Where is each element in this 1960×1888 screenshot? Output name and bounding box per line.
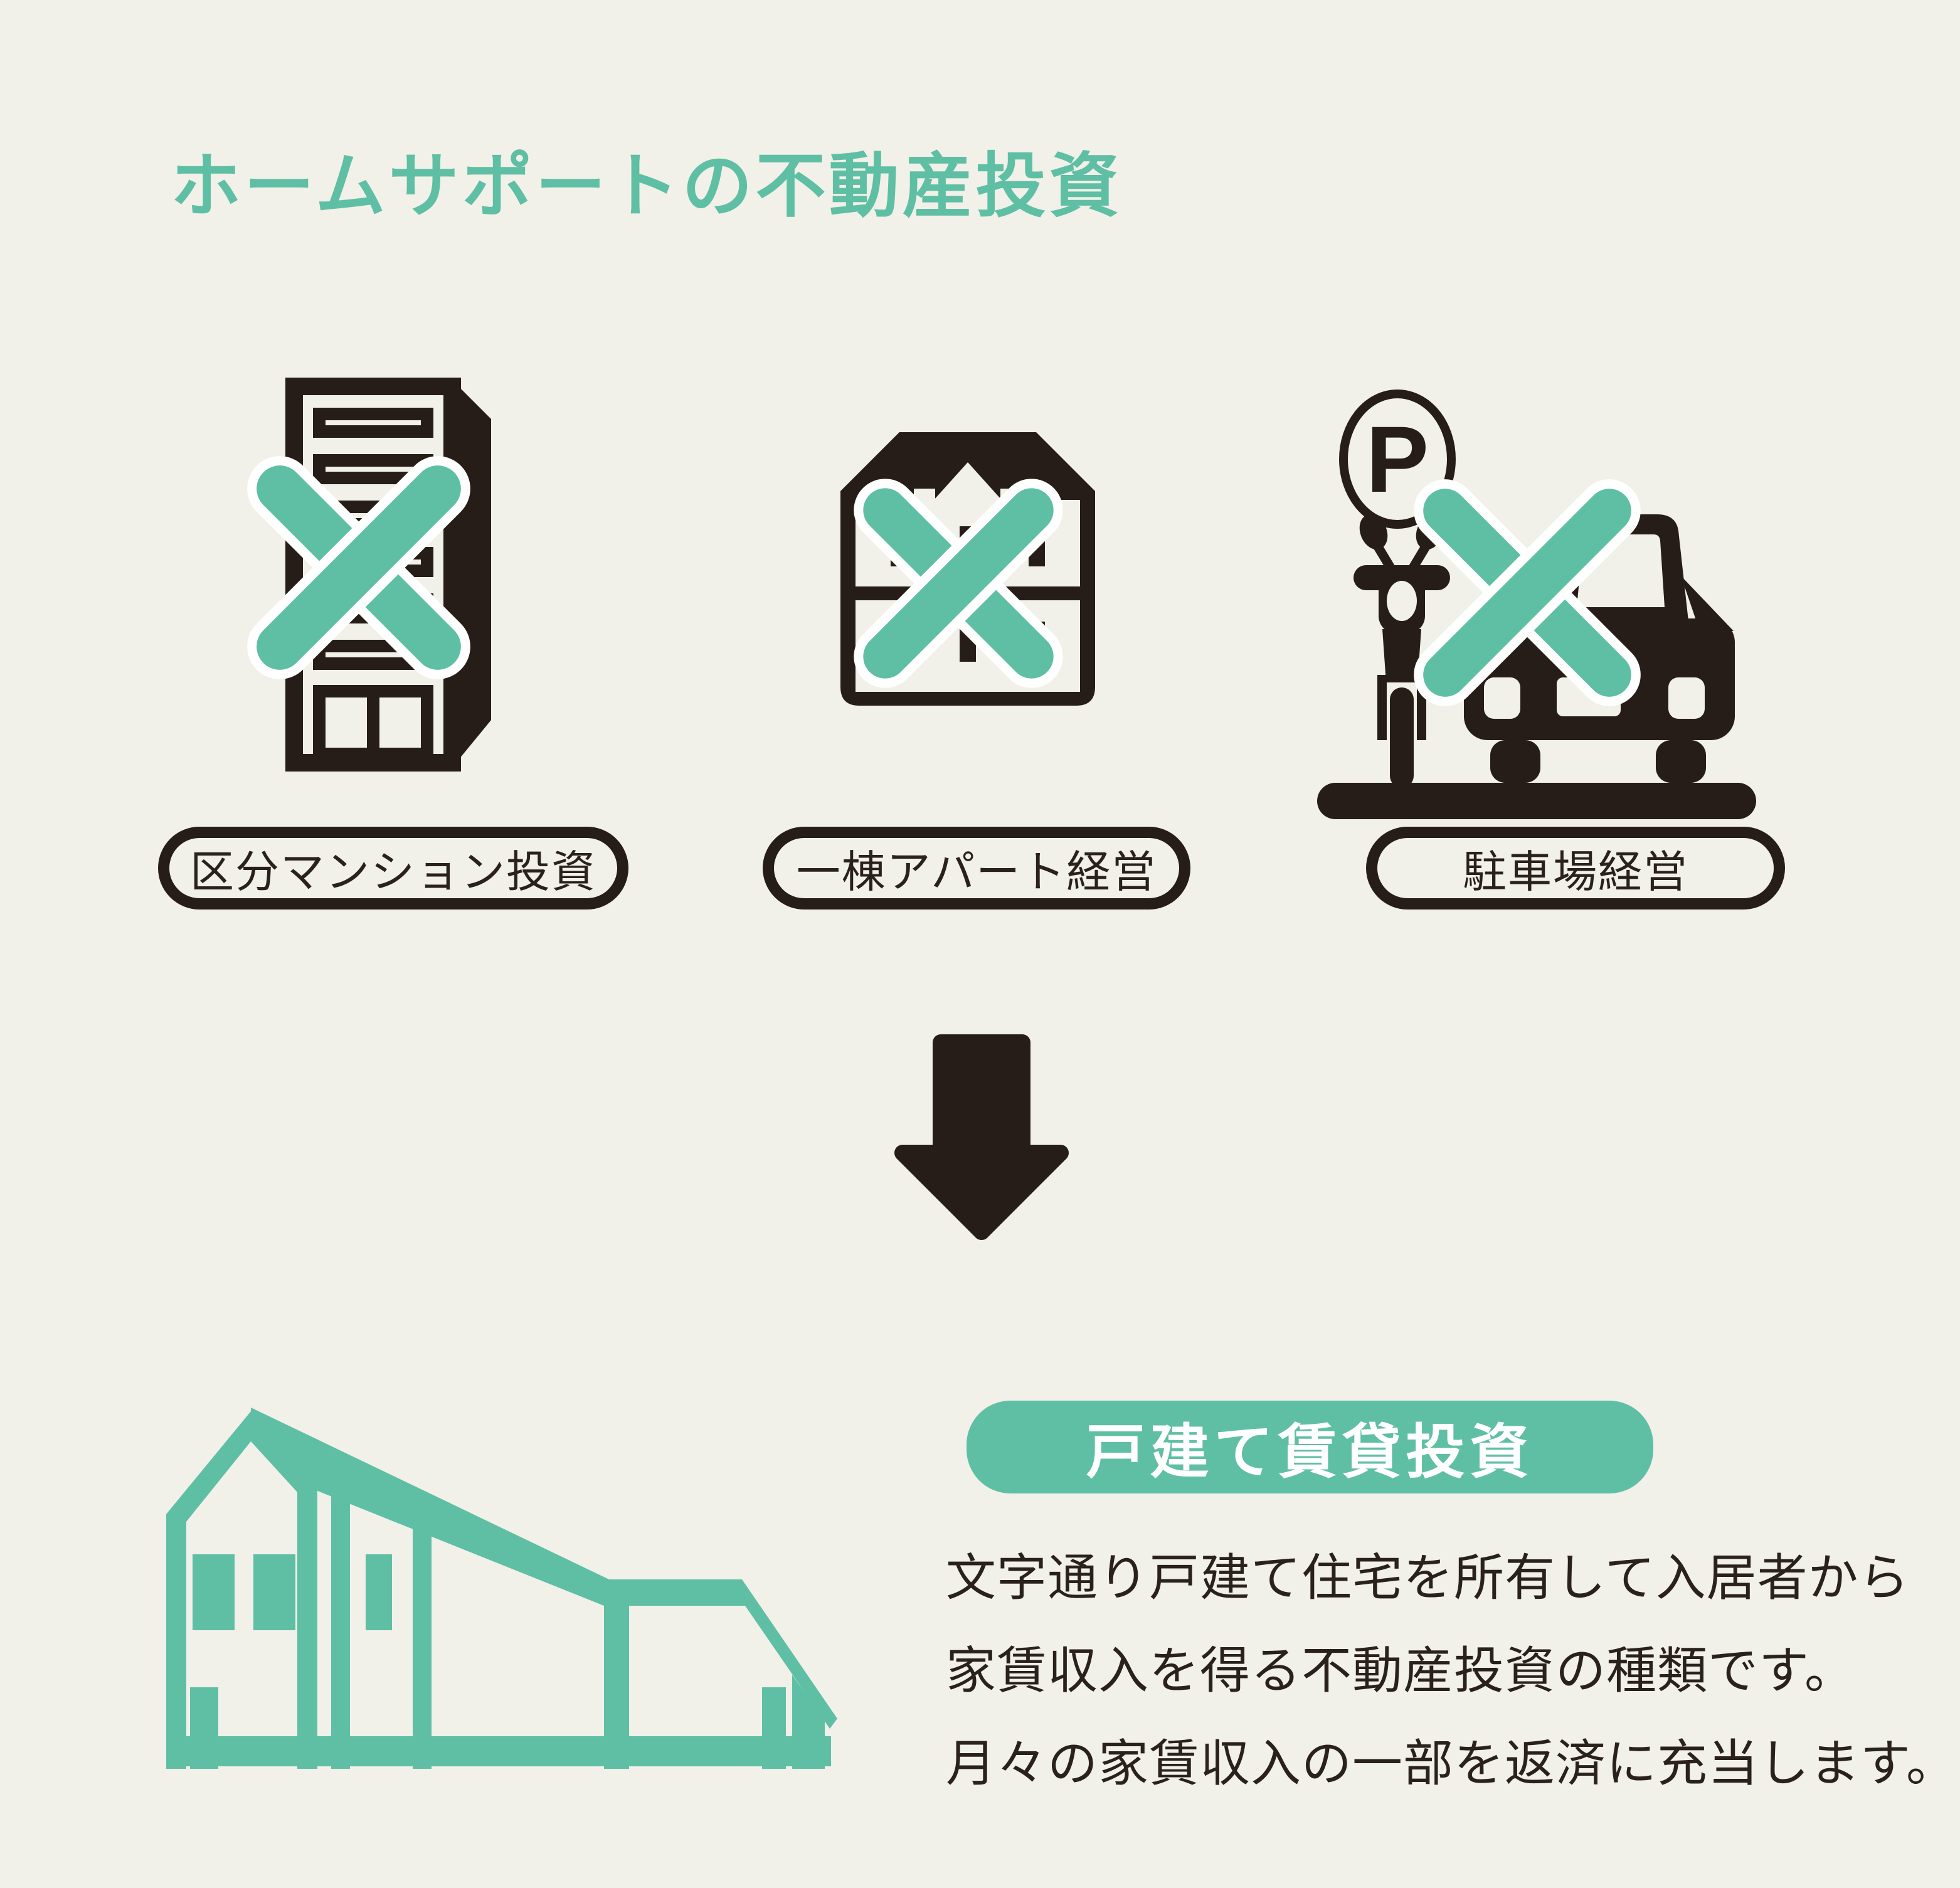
description-line: 文字通り戸建て住宅を所有して入居者から [946, 1550, 1910, 1606]
detached-house-icon [166, 1408, 837, 1769]
label-apartment-text: 一棟アパート経営 [796, 847, 1157, 896]
description-line: 月々の家賃収入の一部を返済に充当します。 [946, 1736, 1957, 1791]
label-condo-text: 区分マンション投資 [190, 847, 596, 896]
result-description: 文字通り戸建て住宅を所有して入居者から 家賃収入を得る不動産投資の種類です。 月… [946, 1532, 1957, 1810]
down-arrow-icon [894, 1034, 1069, 1240]
page-title: ホームサポートの不動産投資 [171, 147, 1123, 225]
scooter-icon [1353, 514, 1450, 788]
result-badge: 戸建て賃貸投資 [967, 1401, 1653, 1493]
result-badge-text: 戸建て賃貸投資 [1086, 1419, 1534, 1485]
parking-sign-letter: P [1366, 406, 1429, 512]
label-parking-text: 駐車場経営 [1463, 847, 1688, 896]
label-parking-management: 駐車場経営 [1366, 827, 1785, 910]
ground-bar [1317, 783, 1756, 819]
label-condo-investment: 区分マンション投資 [158, 827, 628, 910]
label-apartment-management: 一棟アパート経営 [763, 827, 1190, 910]
description-line: 家賃収入を得る不動産投資の種類です。 [946, 1643, 1855, 1699]
